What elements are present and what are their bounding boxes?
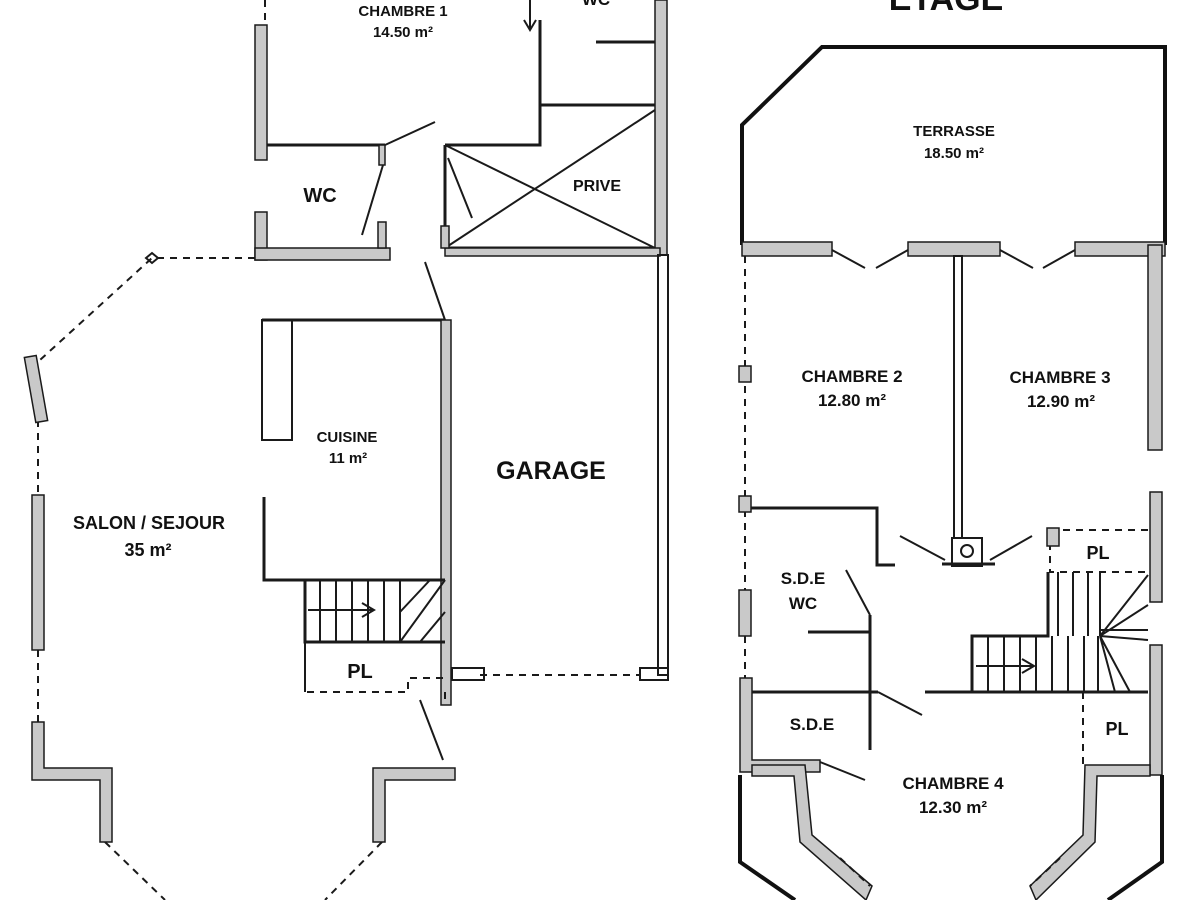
terrasse-outline bbox=[740, 45, 1167, 245]
wall-salon-left-upper bbox=[23, 354, 49, 424]
stairs-ground bbox=[303, 579, 446, 644]
door-wc bbox=[361, 164, 384, 236]
wall-terrasse-mid bbox=[907, 241, 1001, 257]
wall-prive-bottom bbox=[444, 247, 661, 257]
room-chambre2-area: 12.80 m² bbox=[818, 391, 886, 410]
garage-post-right bbox=[639, 667, 669, 681]
room-prive: PRIVE bbox=[573, 178, 621, 195]
stairs-upper bbox=[925, 572, 1149, 694]
room-salon-area: 35 m² bbox=[124, 540, 171, 560]
room-chambre3-area: 12.90 m² bbox=[1027, 392, 1095, 411]
door-cuisine bbox=[424, 261, 446, 321]
chambre4-wall-right bbox=[1029, 764, 1151, 900]
room-chambre2-name: CHAMBRE 2 bbox=[801, 367, 902, 386]
wall-wc-bottom bbox=[254, 247, 391, 261]
room-garage: GARAGE bbox=[496, 457, 606, 485]
wall-wc-corner bbox=[377, 221, 387, 249]
post-upper-left-2 bbox=[738, 495, 752, 513]
wall-upper-right-1 bbox=[1147, 244, 1163, 451]
wall-cuisine-left bbox=[262, 497, 445, 582]
wall-chambre1-right bbox=[445, 20, 542, 147]
room-terrasse-area: 18.50 m² bbox=[924, 145, 984, 162]
dash-salon-top bbox=[39, 257, 255, 361]
chambre4-outline-right bbox=[1106, 775, 1164, 900]
door-prive bbox=[447, 157, 473, 219]
pl-top-post bbox=[1046, 527, 1060, 547]
door-sde-wc bbox=[845, 569, 871, 616]
room-terrasse-name: TERRASSE bbox=[913, 123, 995, 140]
wall-chambre1-left bbox=[254, 24, 268, 161]
room-sde-wc-line2: WC bbox=[789, 594, 817, 613]
stairs-arrow bbox=[308, 602, 376, 618]
wall-salon-left-bottom bbox=[31, 721, 113, 843]
door-sde-bottom bbox=[819, 761, 866, 781]
wall-wc-stub bbox=[378, 144, 386, 166]
arrow-chambre1 bbox=[523, 0, 537, 32]
room-chambre4-area: 12.30 m² bbox=[919, 798, 987, 817]
column-center bbox=[951, 537, 983, 567]
salon-corner bbox=[144, 251, 160, 265]
doors-chambre2-3 bbox=[899, 535, 1033, 561]
wall-salon-left-mid bbox=[31, 494, 45, 651]
wall-sde-wc-inner bbox=[808, 615, 872, 750]
room-pl-top: PL bbox=[1086, 543, 1109, 563]
wall-sde-bottom bbox=[739, 677, 821, 773]
wall-cuisine-right bbox=[440, 319, 452, 706]
upper-floor-plan bbox=[738, 45, 1167, 900]
door-salon-bottom bbox=[419, 699, 444, 761]
door-chambre1 bbox=[384, 121, 436, 146]
column-circle bbox=[960, 544, 974, 558]
room-wc-top: WC bbox=[582, 0, 610, 9]
room-wc: WC bbox=[303, 185, 336, 207]
room-cuisine-area: 11 m² bbox=[329, 450, 367, 467]
room-sde-wc-line1: S.D.E bbox=[781, 569, 825, 588]
prive-cross-1 bbox=[444, 144, 656, 249]
room-salon-name: SALON / SEJOUR bbox=[73, 513, 225, 533]
room-chambre3-name: CHAMBRE 3 bbox=[1009, 368, 1110, 387]
wall-upper-right-3 bbox=[1149, 644, 1163, 776]
room-chambre4-name: CHAMBRE 4 bbox=[902, 774, 1004, 793]
garage-post-left bbox=[451, 667, 485, 681]
wall-right-exterior bbox=[654, 0, 668, 256]
room-pl-bottom: PL bbox=[1105, 719, 1128, 739]
ground-floor-plan bbox=[23, 0, 669, 900]
wall-upper-left-mid bbox=[738, 589, 752, 637]
wall-chambre2-3 bbox=[953, 255, 963, 539]
wall-sde-wc-top bbox=[751, 506, 895, 567]
room-chambre1-area: 14.50 m² bbox=[373, 24, 433, 41]
doors-terrasse bbox=[831, 249, 1076, 269]
post-upper-left-1 bbox=[738, 365, 752, 383]
pl-box-ground bbox=[304, 642, 446, 705]
wall-prive-stub bbox=[440, 225, 450, 249]
wall-terrasse-right bbox=[1074, 241, 1166, 257]
wall-garage-right bbox=[657, 254, 669, 676]
room-pl-ground: PL bbox=[347, 661, 373, 683]
chambre4-outline-left bbox=[738, 775, 797, 900]
dash-chambre4-bottom bbox=[839, 857, 1061, 887]
wall-terrasse-left bbox=[741, 241, 833, 257]
dash-salon-bottom bbox=[104, 841, 383, 900]
room-sde: S.D.E bbox=[790, 715, 834, 734]
floor-title-etage: ETAGE bbox=[889, 0, 1004, 18]
cuisine-counter bbox=[261, 319, 293, 441]
wall-salon-right-bottom bbox=[372, 767, 456, 843]
room-chambre1-name: CHAMBRE 1 bbox=[358, 3, 447, 20]
prive-cross-2 bbox=[444, 109, 656, 249]
chambre4-wall-left bbox=[751, 764, 873, 900]
door-chambre4 bbox=[877, 691, 923, 716]
wall-upper-right-2 bbox=[1149, 491, 1163, 603]
room-cuisine-name: CUISINE bbox=[317, 429, 378, 446]
